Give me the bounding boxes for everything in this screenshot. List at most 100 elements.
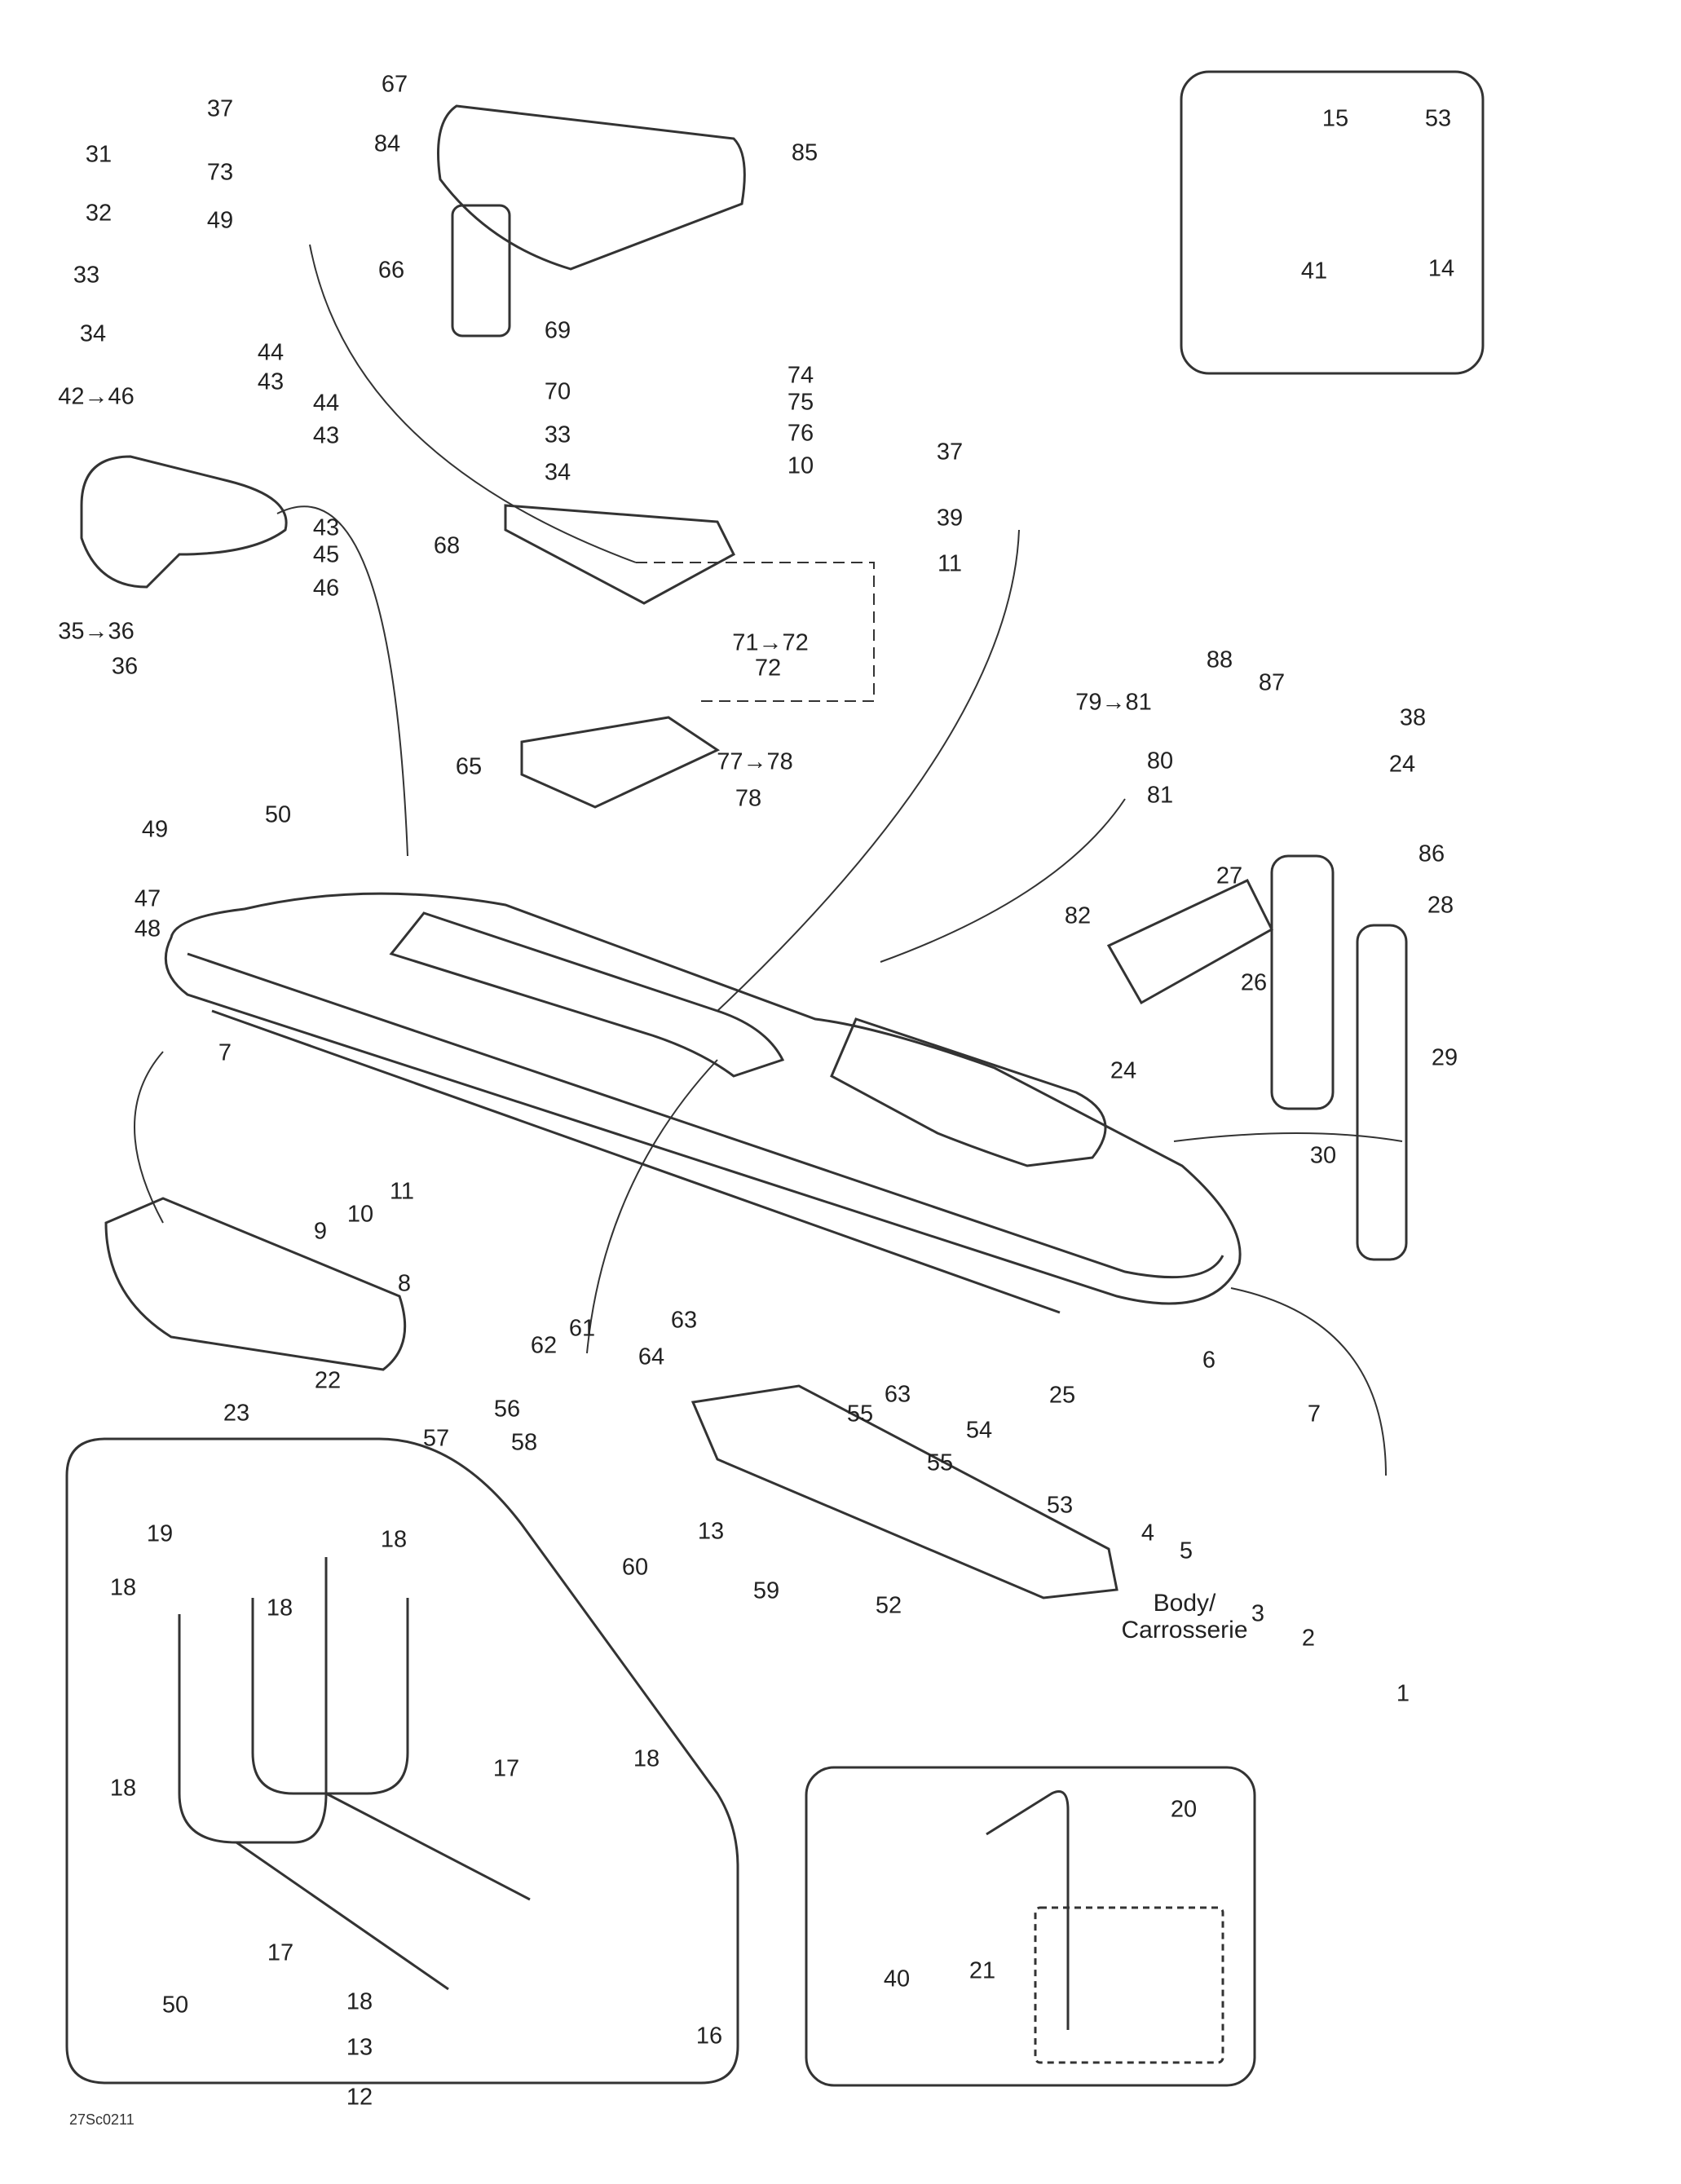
hose-inset-box <box>65 1437 739 2085</box>
part-callout-c69: 69 <box>544 317 571 344</box>
part-callout-c86: 86 <box>1418 841 1445 867</box>
part-callout-c57: 57 <box>422 1425 450 1452</box>
reference-code: 27Sc0211 <box>69 2111 135 2128</box>
part-callout-c48: 48 <box>134 916 161 942</box>
part-callout-c45: 45 <box>312 541 340 568</box>
part-callout-c18a: 18 <box>380 1526 408 1553</box>
part-callout-c3: 3 <box>1251 1600 1265 1627</box>
part-callout-c20: 20 <box>1170 1796 1198 1823</box>
part-callout-c53b: 53 <box>1046 1492 1074 1519</box>
part-callout-c63b: 63 <box>884 1381 911 1408</box>
part-callout-c34a: 34 <box>79 320 107 347</box>
leader-curve <box>309 244 637 563</box>
body-note-line-2: Carrosserie <box>1121 1617 1248 1644</box>
part-callout-c21: 21 <box>968 1957 996 1984</box>
part-callout-c5: 5 <box>1179 1538 1193 1564</box>
part-callout-c24b: 24 <box>1110 1057 1137 1084</box>
part-callout-c32: 32 <box>85 200 113 227</box>
part-callout-c7a: 7 <box>218 1039 232 1066</box>
part-callout-c18d: 18 <box>109 1775 137 1802</box>
part-callout-c13b: 13 <box>346 2034 373 2061</box>
part-callout-c2: 2 <box>1301 1625 1316 1652</box>
part-callout-c73: 73 <box>206 159 234 186</box>
part-callout-c44b: 44 <box>312 390 340 417</box>
leader-curve <box>717 529 1020 1012</box>
part-callout-c13a: 13 <box>697 1518 725 1545</box>
part-callout-c10b: 10 <box>346 1201 374 1228</box>
part-callout-c27: 27 <box>1216 863 1243 889</box>
part-callout-c6: 6 <box>1202 1347 1216 1374</box>
part-callout-c17b: 17 <box>267 1939 294 1966</box>
part-callout-c43c: 43 <box>312 514 340 541</box>
panel-52 <box>690 1384 1118 1599</box>
leader-curve <box>1173 1132 1403 1142</box>
part-callout-c59: 59 <box>752 1577 780 1604</box>
part-callout-c11b: 11 <box>389 1178 415 1205</box>
part-callout-c33b: 33 <box>544 421 571 448</box>
part-callout-c14: 14 <box>1427 255 1455 282</box>
part-callout-c78: 78 <box>735 785 762 812</box>
plate-84 <box>437 104 746 271</box>
part-callout-c34b: 34 <box>544 459 571 486</box>
part-callout-c19: 19 <box>146 1520 174 1547</box>
part-callout-c18c: 18 <box>266 1595 293 1621</box>
hose-17-c <box>236 1841 449 1991</box>
part-callout-c18f: 18 <box>346 1988 373 2015</box>
part-callout-c47: 47 <box>134 885 161 912</box>
part-callout-c31: 31 <box>85 141 113 168</box>
part-callout-c81: 81 <box>1146 782 1174 809</box>
hose-17-d <box>325 1792 531 1901</box>
body-carrosserie-note: Body/ Carrosserie <box>1121 1590 1247 1644</box>
part-callout-c80: 80 <box>1146 748 1174 774</box>
hull-deck-line <box>187 952 1224 1279</box>
part-callout-c88: 88 <box>1206 646 1233 673</box>
part-callout-c85: 85 <box>791 139 818 166</box>
part-callout-c55a: 55 <box>846 1401 874 1427</box>
part-callout-c7981: 79→81 <box>1075 689 1152 716</box>
part-callout-c26: 26 <box>1240 969 1268 996</box>
part-callout-c38: 38 <box>1399 704 1427 731</box>
part-callout-c64: 64 <box>638 1343 665 1370</box>
part-callout-c82: 82 <box>1064 902 1092 929</box>
part-callout-c22: 22 <box>314 1367 342 1394</box>
hull-outline <box>164 892 1242 1305</box>
part-callout-c76: 76 <box>787 420 814 447</box>
battery <box>1034 1906 1224 2064</box>
part-callout-c46: 46 <box>312 575 340 602</box>
part-callout-c52: 52 <box>875 1592 902 1619</box>
part-callout-c11a: 11 <box>937 550 963 577</box>
battery-inset-box <box>805 1766 1256 2087</box>
part-callout-c84: 84 <box>373 130 401 157</box>
part-callout-c7b: 7 <box>1307 1401 1321 1427</box>
part-callout-c40: 40 <box>883 1966 911 1992</box>
leader-curve <box>1230 1287 1387 1476</box>
part-callout-c7778: 77→78 <box>717 748 793 775</box>
part-callout-c44a: 44 <box>257 339 285 366</box>
part-callout-c30: 30 <box>1309 1142 1337 1169</box>
part-callout-c16: 16 <box>695 2023 723 2049</box>
part-callout-c10a: 10 <box>787 452 814 479</box>
part-callout-c63a: 63 <box>670 1307 698 1334</box>
part-callout-c1: 1 <box>1396 1680 1410 1707</box>
bellows-66 <box>451 204 511 338</box>
part-callout-c17a: 17 <box>492 1755 520 1782</box>
bellows-27 <box>1106 879 1273 1005</box>
part-callout-c37a: 37 <box>206 95 234 122</box>
hardware-inset-box <box>1180 70 1485 375</box>
part-callout-c23: 23 <box>223 1400 250 1427</box>
part-callout-c9: 9 <box>313 1218 328 1245</box>
part-callout-c67: 67 <box>381 71 408 98</box>
part-callout-c33a: 33 <box>73 262 100 289</box>
part-callout-c4246: 42→46 <box>58 383 135 410</box>
vent-tube-20 <box>986 1790 1070 2030</box>
part-callout-c50a: 50 <box>264 801 292 828</box>
part-callout-c3536: 35→36 <box>58 618 135 645</box>
part-callout-c43b: 43 <box>312 422 340 449</box>
part-callout-c75: 75 <box>787 389 814 416</box>
part-callout-c41: 41 <box>1300 258 1328 285</box>
plate-65 <box>520 716 721 809</box>
grate-8 <box>104 1197 407 1371</box>
part-callout-c7172: 71→72 <box>732 629 809 656</box>
